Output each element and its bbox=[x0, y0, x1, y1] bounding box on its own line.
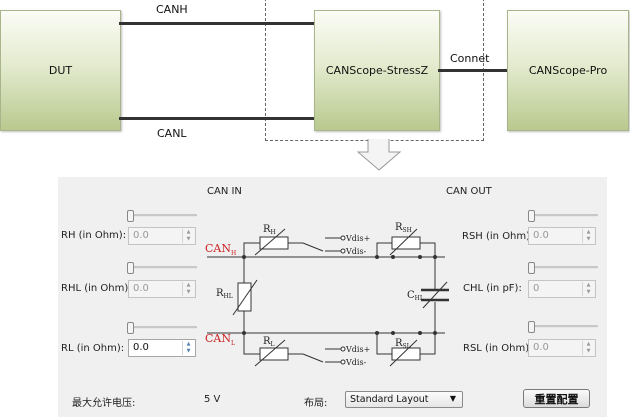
down-arrow-icon bbox=[356, 139, 402, 171]
dut-label: DUT bbox=[48, 64, 73, 77]
layout-select[interactable]: Standard Layout ▼ bbox=[345, 391, 463, 408]
rsl-circuit-label: RSL bbox=[395, 338, 411, 350]
dut-block: DUT bbox=[0, 10, 121, 131]
rsh-label: RSH (in Ohm): bbox=[462, 231, 534, 242]
slider-thumb[interactable] bbox=[127, 210, 134, 222]
vdis-minus-h: Vdis- bbox=[345, 247, 367, 256]
spin-up-icon[interactable]: ▲ bbox=[186, 229, 191, 235]
slider-thumb[interactable] bbox=[127, 322, 134, 334]
rhl-spinbox[interactable]: 0.0▲▼ bbox=[128, 280, 196, 298]
rhl-circuit-label: RHL bbox=[216, 288, 233, 300]
rsh-slider[interactable] bbox=[528, 210, 598, 222]
can-in-label: CAN IN bbox=[207, 186, 242, 197]
chl-label: CHL (in pF): bbox=[463, 283, 522, 294]
vdis-plus-l: Vdis+ bbox=[345, 345, 370, 354]
spin-down-icon[interactable]: ▼ bbox=[586, 348, 591, 354]
spin-up-icon[interactable]: ▲ bbox=[586, 229, 591, 235]
chl-slider[interactable] bbox=[528, 262, 598, 274]
rsh-circuit-label: RSH bbox=[395, 222, 412, 234]
spin-up-icon[interactable]: ▲ bbox=[586, 282, 591, 288]
max-voltage-label: 最大允许电压: bbox=[72, 398, 136, 409]
slider-thumb[interactable] bbox=[528, 210, 535, 222]
canscope-pro-label: CANScope-Pro bbox=[528, 64, 608, 77]
canh-label: CANH bbox=[156, 3, 188, 16]
vdis-plus-h: Vdis+ bbox=[345, 234, 370, 243]
can-out-label: CAN OUT bbox=[446, 186, 492, 197]
slider-thumb[interactable] bbox=[528, 262, 535, 274]
chevron-down-icon: ▼ bbox=[449, 394, 456, 403]
vdis-minus-l: Vdis- bbox=[345, 358, 367, 367]
rhl-label: RHL (in Ohm): bbox=[61, 283, 132, 294]
spin-up-icon[interactable]: ▲ bbox=[186, 341, 191, 347]
max-voltage-value: 5 V bbox=[204, 394, 221, 405]
chl-spinbox[interactable]: 0▲▼ bbox=[528, 280, 596, 298]
stressz-label: CANScope-StressZ bbox=[325, 64, 429, 77]
spin-down-icon[interactable]: ▼ bbox=[586, 236, 591, 242]
circuit-schematic: CANH CANL RH RHL RL RSH RSL CHL Vdis+ Vd… bbox=[205, 222, 449, 367]
rsl-label: RSL (in Ohm): bbox=[463, 343, 533, 354]
spin-down-icon[interactable]: ▼ bbox=[586, 289, 591, 295]
canl-label: CANL bbox=[157, 127, 187, 140]
rh-circuit-label: RH bbox=[263, 224, 276, 236]
layout-label: 布局: bbox=[304, 398, 328, 409]
rl-spinbox[interactable]: 0.0▲▼ bbox=[128, 339, 196, 357]
slider-thumb[interactable] bbox=[127, 262, 134, 274]
rh-slider[interactable] bbox=[127, 210, 197, 222]
rsh-spinbox[interactable]: 0.0▲▼ bbox=[528, 227, 596, 245]
spin-up-icon[interactable]: ▲ bbox=[186, 282, 191, 288]
stressz-block: CANScope-StressZ bbox=[314, 10, 440, 131]
spin-down-icon[interactable]: ▼ bbox=[186, 236, 191, 242]
slider-thumb[interactable] bbox=[528, 321, 535, 333]
connect-wire bbox=[438, 69, 507, 72]
canh-wire bbox=[119, 22, 314, 25]
rl-slider[interactable] bbox=[127, 322, 197, 334]
canl-circuit-label: CANL bbox=[205, 332, 235, 347]
rsl-slider[interactable] bbox=[528, 321, 598, 333]
canh-circuit-label: CANH bbox=[205, 242, 236, 257]
rh-spinbox[interactable]: 0.0▲▼ bbox=[128, 227, 196, 245]
rh-label: RH (in Ohm): bbox=[61, 230, 127, 241]
rl-circuit-label: RL bbox=[263, 336, 275, 348]
reset-config-button[interactable]: 重置配置 bbox=[523, 389, 590, 408]
chl-circuit-label: CHL bbox=[407, 290, 424, 302]
spin-down-icon[interactable]: ▼ bbox=[186, 289, 191, 295]
rsl-spinbox[interactable]: 0.0▲▼ bbox=[528, 339, 596, 357]
spin-down-icon[interactable]: ▼ bbox=[186, 348, 191, 354]
canscope-pro-block: CANScope-Pro bbox=[507, 10, 629, 131]
rhl-slider[interactable] bbox=[127, 262, 197, 274]
spin-up-icon[interactable]: ▲ bbox=[586, 341, 591, 347]
canl-wire bbox=[119, 117, 314, 120]
rl-label: RL (in Ohm): bbox=[61, 343, 125, 354]
connect-label: Connet bbox=[450, 52, 490, 65]
